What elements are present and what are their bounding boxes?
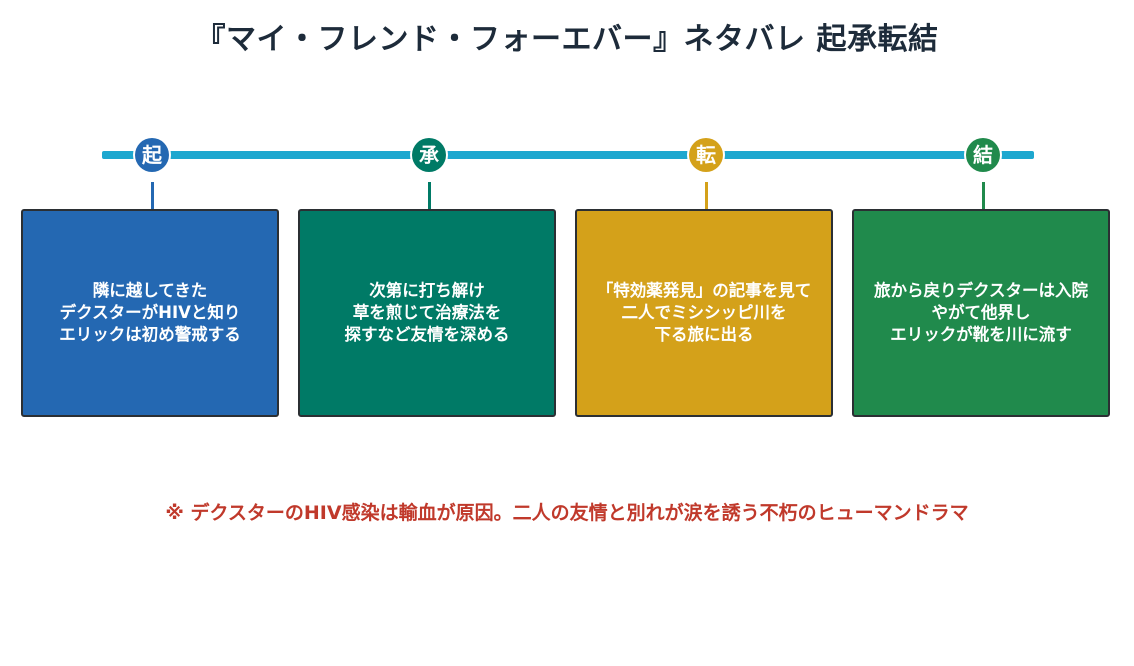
page-title: 『マイ・フレンド・フォーエバー』ネタバレ 起承転結 [195,22,939,57]
stage-marker-ten: 転 [689,138,723,172]
stage-card-text: 旅から戻りデクスターは入院 やがて他界し エリックが靴を川に流す [873,281,1088,344]
connector-ketsu [982,182,985,209]
stage-card-ki: 隣に越してきた デクスターがHIVと知り エリックは初め警戒する [21,209,279,417]
connector-ten [705,182,708,209]
stage-card-text: 「特効薬発見」の記事を見て 二人でミシシッピ川を 下る旅に出る [596,281,812,344]
connector-sho [428,182,431,209]
stage-marker-ki: 起 [135,138,169,172]
timeline-line [102,151,1034,159]
stage-marker-sho: 承 [412,138,446,172]
stage-marker-ketsu: 結 [966,138,1000,172]
stage-card-ketsu: 旅から戻りデクスターは入院 やがて他界し エリックが靴を川に流す [852,209,1110,417]
stage-card-text: 隣に越してきた デクスターがHIVと知り エリックは初め警戒する [59,281,241,344]
stage-card-ten: 「特効薬発見」の記事を見て 二人でミシシッピ川を 下る旅に出る [575,209,833,417]
footnote: ※ デクスターのHIV感染は輸血が原因。二人の友情と別れが涙を誘う不朽のヒューマ… [165,502,969,524]
stage-card-text: 次第に打ち解け 草を煎じて治療法を 探すなど友情を深める [344,281,510,344]
connector-ki [151,182,154,209]
stage-card-sho: 次第に打ち解け 草を煎じて治療法を 探すなど友情を深める [298,209,556,417]
